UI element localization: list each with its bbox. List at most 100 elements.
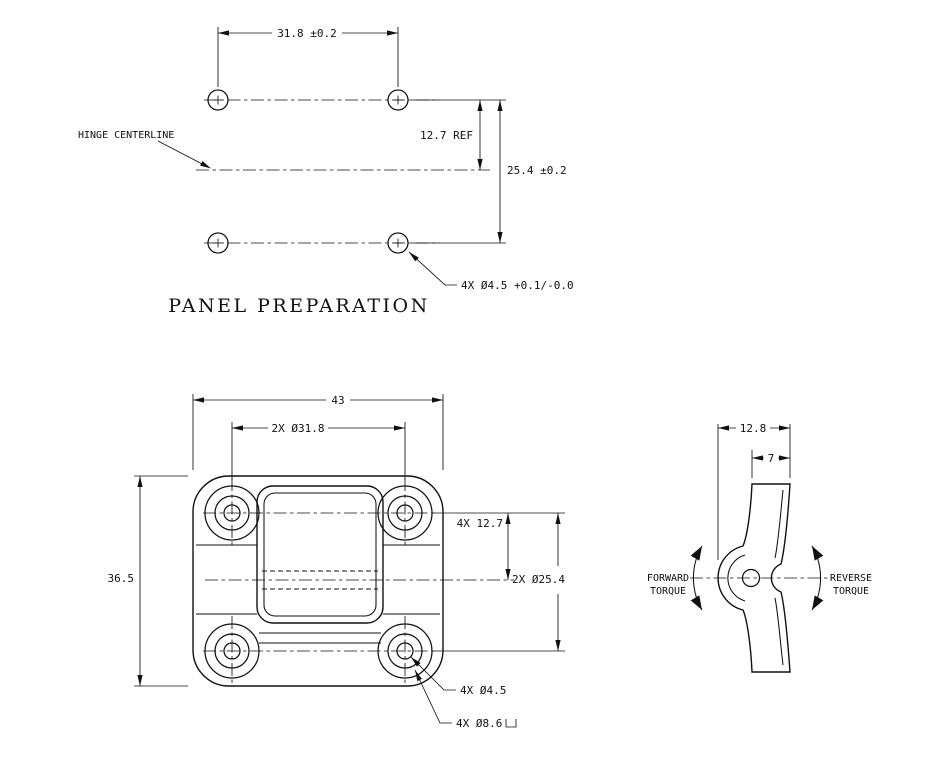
leader-line (414, 669, 452, 724)
hole-circle (223, 642, 241, 660)
counterbore-circle (214, 633, 250, 669)
arrowhead (505, 513, 511, 524)
panel-preparation-view: 31.8 ±0.2 12.7 REF 25.4 ±0.2 HINGE CENTE… (78, 27, 574, 317)
boss-outer-circle (377, 623, 433, 679)
arrowhead (477, 159, 483, 170)
torque-direction-arrows (690, 545, 824, 611)
arrowhead (718, 425, 729, 431)
arrowhead (137, 476, 143, 487)
arrowhead (779, 425, 790, 431)
leaf-thickness-line (774, 489, 784, 666)
hole-circle (207, 89, 229, 111)
hinge-front-view: 43 2X Ø31.8 36.5 4X 12.7 (108, 394, 565, 730)
arrowhead (432, 397, 443, 403)
panel-hole (207, 232, 229, 254)
torque-arrowhead (690, 546, 702, 561)
dim-depth: 12.8 (717, 422, 791, 560)
extension-line (412, 99, 506, 244)
hidden-line (262, 570, 378, 590)
leader-line (408, 251, 457, 286)
boss-row-centerline (203, 512, 436, 652)
lower-leaf-edge-line (259, 632, 381, 644)
dim-leaf-thickness: 7 (751, 450, 790, 478)
dim-text: 12.8 (740, 422, 767, 435)
dim-text: 2X Ø31.8 (272, 422, 325, 435)
dim-text: 43 (331, 394, 344, 407)
dim-overall-height: 36.5 (108, 475, 188, 687)
dim-boss-spacing: 2X Ø31.8 (231, 422, 406, 480)
panel-hole (207, 89, 229, 111)
dim-overall-width: 43 (192, 394, 444, 470)
hinge-body-outline (192, 475, 444, 687)
panel-hole-callout: 4X Ø4.5 +0.1/-0.0 (408, 251, 574, 292)
hole-circle (223, 504, 241, 522)
hinge-side-view: 12.8 7 FORWARD TORQUE REVERSE TORQUE (647, 422, 872, 673)
boss-outer-circle (204, 623, 260, 679)
torque-arrowhead (690, 595, 702, 610)
arrowhead (415, 670, 423, 682)
hinge-leaf-outline (256, 485, 384, 624)
boss-outer-circle (377, 485, 433, 541)
arrowhead (409, 252, 419, 262)
extension-line (717, 424, 791, 560)
extension-line (231, 422, 406, 480)
dim-row-to-centerline: 12.7 REF (420, 100, 483, 170)
forward-torque-label: FORWARD TORQUE (647, 573, 689, 597)
arrowhead (497, 232, 503, 243)
knuckle-inner-arc (727, 554, 746, 602)
dim-text: 36.5 (108, 572, 135, 585)
center-cross (393, 238, 403, 248)
panel-hole (387, 89, 409, 111)
arrowhead (218, 30, 229, 36)
torque-arrowhead (812, 595, 824, 610)
counterbore-callout-text: 4X Ø8.6 (456, 717, 502, 730)
arrowhead (505, 569, 511, 580)
hole-circle (396, 504, 414, 522)
counterbore-callout: 4X Ø8.6 (414, 669, 517, 730)
dim-hole-spacing-h: 31.8 ±0.2 (217, 27, 399, 87)
center-cross (213, 238, 223, 248)
arrowhead (411, 657, 421, 667)
pin-circle (741, 568, 761, 588)
hole-circle (387, 89, 409, 111)
torque-arrowhead (812, 546, 824, 561)
mount-boss (377, 623, 433, 679)
arrowhead (779, 455, 790, 461)
extension-line (192, 394, 444, 470)
dim-text: 12.7 REF (420, 129, 473, 142)
arrowhead (232, 425, 243, 431)
counterbore-circle (214, 495, 250, 531)
arrowhead (477, 100, 483, 111)
counterbore-circle (387, 633, 423, 669)
leader-line (157, 140, 209, 168)
panel-hole (387, 232, 409, 254)
dim-text: 7 (768, 452, 775, 465)
hole-callout-text: 4X Ø4.5 (460, 684, 506, 697)
dim-hole-spacing-v: 25.4 ±0.2 (412, 99, 567, 244)
arrowhead (394, 425, 405, 431)
dim-text: 31.8 ±0.2 (277, 27, 337, 40)
arrowhead (200, 161, 211, 169)
centerline-label: HINGE CENTERLINE (78, 130, 174, 141)
hole-circle (207, 232, 229, 254)
arrowhead (555, 640, 561, 651)
side-profile-outline (717, 483, 791, 673)
hinge-leaf-inner-line (263, 492, 377, 617)
mount-boss (204, 485, 260, 541)
counterbore-symbol-icon (505, 719, 517, 728)
hinge-centerline-callout: HINGE CENTERLINE (78, 130, 211, 169)
arrowhead (387, 30, 398, 36)
dim-row-spacing: 2X Ø25.4 (433, 513, 565, 652)
dim-hole-to-centerline: 4X 12.7 (433, 512, 565, 580)
leader-line (410, 656, 456, 691)
dim-text: 25.4 ±0.2 (507, 164, 567, 177)
arrowhead (752, 455, 763, 461)
arrowhead (555, 513, 561, 524)
center-cross (393, 95, 403, 105)
view-title: PANEL PREPARATION (168, 295, 430, 317)
center-cross (213, 95, 223, 105)
hole-callout-text: 4X Ø4.5 +0.1/-0.0 (461, 279, 574, 292)
boss-outer-circle (204, 485, 260, 541)
